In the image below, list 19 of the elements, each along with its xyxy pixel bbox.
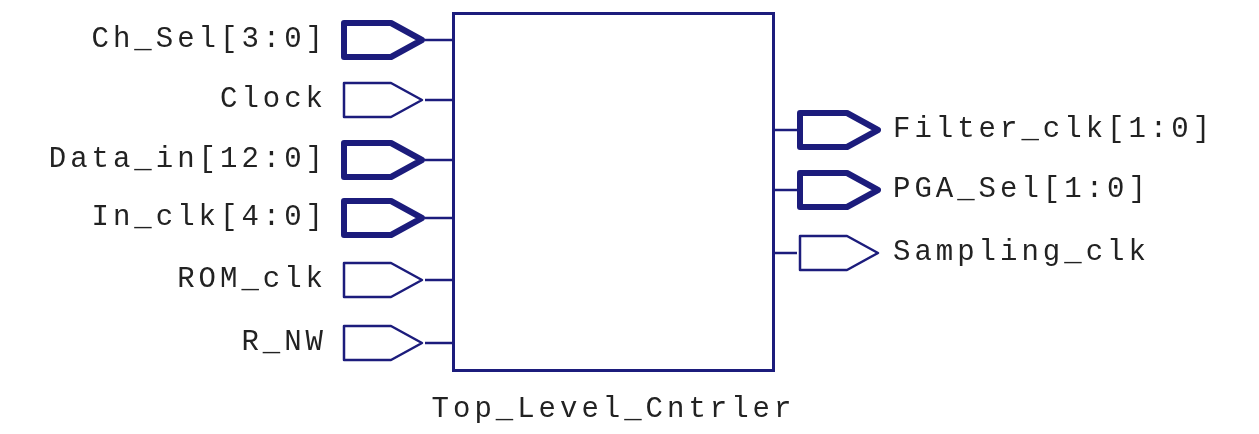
wire	[425, 216, 454, 220]
port-name: Sampling_clk	[893, 235, 1150, 271]
wire	[773, 188, 797, 192]
wire	[425, 158, 454, 162]
port-name: R_NW	[241, 325, 327, 361]
wire	[425, 278, 454, 282]
port-name: PGA_Sel[1:0]	[893, 172, 1150, 208]
port-name: Filter_clk[1:0]	[893, 112, 1215, 148]
port-name: In_clk[4:0]	[91, 200, 327, 236]
port-name: Clock	[220, 82, 327, 118]
port-name: Ch_Sel[3:0]	[91, 22, 327, 58]
wire	[425, 98, 454, 102]
wire	[425, 341, 454, 345]
port-name: Data_in[12:0]	[48, 142, 327, 178]
port-name: ROM_clk	[177, 262, 327, 298]
wire	[425, 38, 454, 42]
wire	[773, 128, 797, 132]
block-name: Top_Level_Cntrler	[431, 392, 796, 428]
wire	[773, 251, 797, 255]
